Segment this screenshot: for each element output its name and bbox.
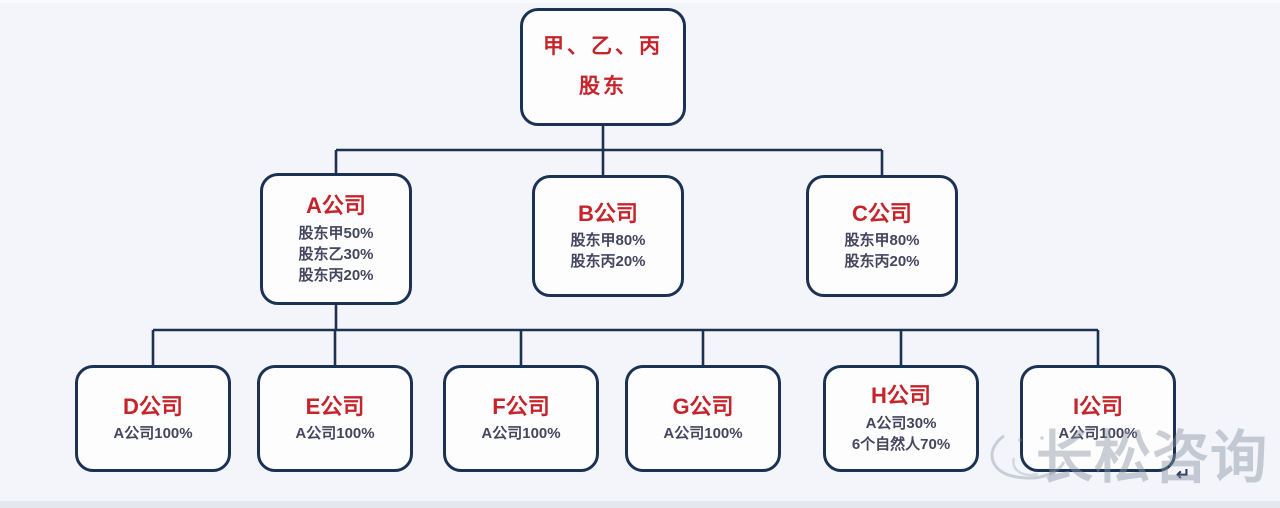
company-b-detail: 股东丙20%	[570, 253, 646, 271]
company-d-detail: A公司100%	[113, 425, 193, 443]
company-d-title: D公司	[123, 393, 183, 419]
company-h-detail: 6个自然人70%	[851, 435, 951, 453]
company-a-detail: 股东乙30%	[298, 245, 374, 263]
company-c-detail: 股东丙20%	[844, 253, 920, 271]
org-node-company-i: I公司 A公司100%	[1020, 365, 1176, 472]
org-node-shareholders: 甲、乙、丙 股东	[520, 8, 686, 126]
return-symbol: ↵	[1176, 465, 1191, 484]
org-node-company-c: C公司 股东甲80% 股东丙20%	[806, 175, 958, 297]
company-g-detail: A公司100%	[663, 425, 743, 443]
company-f-detail: A公司100%	[481, 425, 561, 443]
company-e-detail: A公司100%	[295, 425, 375, 443]
company-g-title: G公司	[672, 393, 734, 419]
company-f-title: F公司	[492, 393, 550, 419]
company-a-title: A公司	[306, 193, 366, 219]
company-e-title: E公司	[305, 393, 365, 419]
org-node-company-a: A公司 股东甲50% 股东乙30% 股东丙20%	[260, 173, 412, 305]
org-node-company-b: B公司 股东甲80% 股东丙20%	[532, 175, 684, 297]
company-i-detail: A公司100%	[1058, 425, 1138, 443]
bottom-edge-strip	[0, 501, 1280, 508]
shareholders-title-line1: 甲、乙、丙	[543, 35, 663, 59]
company-h-title: H公司	[871, 383, 931, 409]
shareholders-title-line2: 股东	[579, 75, 627, 98]
org-node-company-d: D公司 A公司100%	[75, 365, 231, 472]
org-node-company-h: H公司 A公司30% 6个自然人70%	[823, 365, 979, 472]
company-a-detail: 股东甲50%	[298, 224, 374, 242]
company-a-detail: 股东丙20%	[298, 266, 374, 284]
company-b-detail: 股东甲80%	[570, 232, 646, 250]
org-node-company-f: F公司 A公司100%	[443, 365, 599, 472]
company-c-detail: 股东甲80%	[844, 232, 920, 250]
org-node-company-e: E公司 A公司100%	[257, 365, 413, 472]
org-node-company-g: G公司 A公司100%	[625, 365, 781, 472]
company-h-detail: A公司30%	[865, 414, 937, 432]
company-b-title: B公司	[578, 200, 638, 226]
company-c-title: C公司	[852, 200, 912, 226]
company-i-title: I公司	[1072, 393, 1124, 419]
